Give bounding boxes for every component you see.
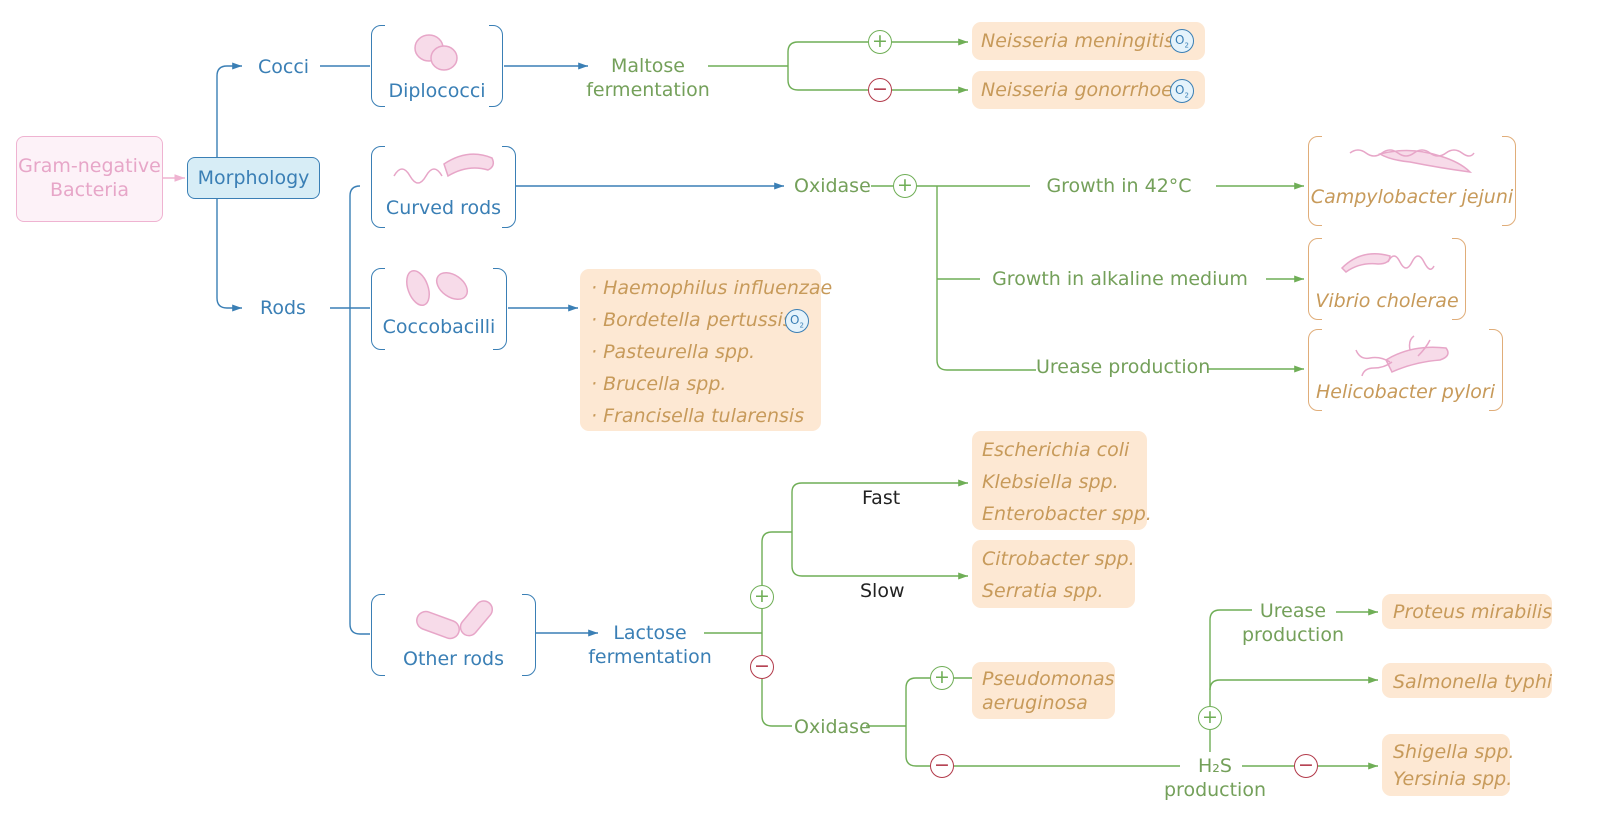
h2s-positive-sign: + <box>1198 706 1222 730</box>
morphology-box <box>187 157 320 199</box>
urease-production-label: Urease production <box>1036 356 1211 378</box>
yersinia-label: Yersinia spp. <box>1393 768 1513 790</box>
maltose-test-line2: fermentation <box>586 79 710 101</box>
rods-label: Rods <box>260 297 306 319</box>
cocci-label: Cocci <box>258 56 310 78</box>
h2s-test-line1: H₂S <box>1198 755 1232 777</box>
salmonella-box <box>1382 663 1552 698</box>
curved-rods-label: Curved rods <box>385 197 502 219</box>
pseudomonas-label-line1: Pseudomonas <box>982 668 1115 690</box>
oxygen-icon: O2 <box>1170 79 1194 103</box>
oxygen-icon: O2 <box>785 309 809 333</box>
coccobacilli-label: Coccobacilli <box>382 316 496 338</box>
neisseria-gonorrhoe-label: Neisseria gonorrhoe <box>981 79 1173 101</box>
lactose-test-line2: fermentation <box>588 646 712 668</box>
coccobacilli-organism-item: · Brucella spp. <box>591 373 727 395</box>
neisseria-meningitis-box <box>972 22 1205 60</box>
pseudomonas-label-line2: aeruginosa <box>982 692 1088 714</box>
oxygen-icon: O2 <box>1170 29 1194 53</box>
slow-fermenter-box <box>972 540 1135 608</box>
coccobacilli-organism-item: · Bordetella pertussis <box>591 309 793 331</box>
oxidase-negative-sign: − <box>930 754 954 778</box>
lactose-negative-sign: − <box>750 655 774 679</box>
gram-negative-box <box>16 136 163 222</box>
slow-organism: Serratia spp. <box>982 580 1104 602</box>
other-oxidase-label: Oxidase <box>794 716 871 738</box>
maltose-test-line1: Maltose <box>611 55 685 77</box>
fast-label: Fast <box>862 487 901 509</box>
fast-organism: Enterobacter spp. <box>982 503 1152 525</box>
pseudomonas-box <box>972 662 1115 719</box>
coccobacilli-organism-item: · Haemophilus influenzae <box>591 277 833 299</box>
diplococci-label: Diplococci <box>388 80 486 102</box>
neisseria-gonorrhoe-box <box>972 71 1205 109</box>
helicobacter-label: Helicobacter pylori <box>1315 381 1496 403</box>
lactose-test-line1: Lactose <box>613 622 687 644</box>
campylobacter-label: Campylobacter jejuni <box>1310 186 1514 208</box>
fast-organism: Escherichia coli <box>982 439 1130 461</box>
other-rods-label: Other rods <box>403 648 504 670</box>
maltose-negative-sign: − <box>868 78 892 102</box>
h2s-negative-sign: − <box>1294 754 1318 778</box>
curved-oxidase-label: Oxidase <box>794 175 871 197</box>
morphology-label: Morphology <box>197 167 310 189</box>
growth-42-label: Growth in 42°C <box>1046 175 1192 197</box>
h2s-urease-line1: Urease <box>1259 600 1327 622</box>
growth-alkaline-label: Growth in alkaline medium <box>992 268 1248 290</box>
coccobacilli-organism-box <box>580 269 821 431</box>
proteus-box <box>1382 594 1552 629</box>
slow-label: Slow <box>860 580 905 602</box>
maltose-positive-sign: + <box>868 30 892 54</box>
root-label-line2: Bacteria <box>50 179 129 201</box>
h2s-test-line2: production <box>1163 779 1267 801</box>
salmonella-label: Salmonella typhi <box>1393 671 1553 693</box>
proteus-label: Proteus mirabilis <box>1393 601 1553 623</box>
curved-oxidase-positive-sign: + <box>893 174 917 198</box>
oxidase-positive-sign: + <box>930 666 954 690</box>
coccobacilli-organism-item: · Pasteurella spp. <box>591 341 756 363</box>
vibrio-label: Vibrio cholerae <box>1315 290 1459 312</box>
root-label-line1: Gram-negative <box>18 155 161 177</box>
coccobacilli-organism-item: · Francisella tularensis <box>591 405 805 427</box>
lactose-positive-sign: + <box>750 585 774 609</box>
fast-organism: Klebsiella spp. <box>982 471 1119 493</box>
h2s-urease-line2: production <box>1241 624 1345 646</box>
shigella-label: Shigella spp. <box>1393 741 1515 763</box>
shigella-yersinia-box <box>1382 734 1510 796</box>
neisseria-meningitis-label: Neisseria meningitis <box>981 30 1174 52</box>
slow-organism: Citrobacter spp. <box>982 548 1135 570</box>
fast-fermenter-box <box>972 431 1147 530</box>
